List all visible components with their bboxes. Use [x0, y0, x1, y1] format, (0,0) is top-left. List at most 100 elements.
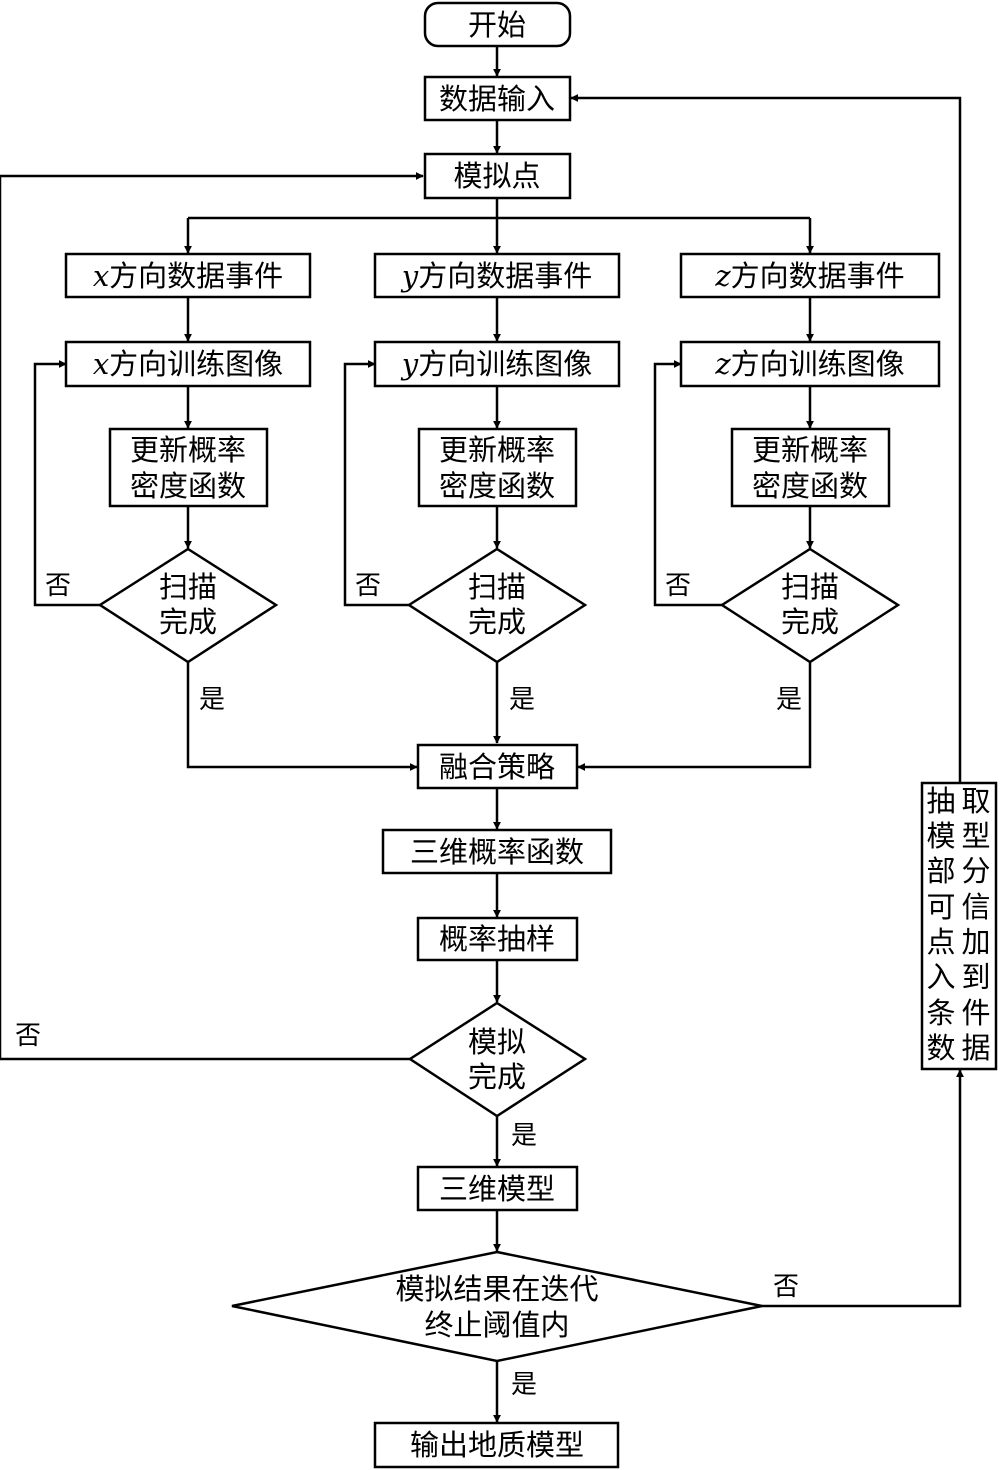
y-event-var: y [400, 259, 419, 293]
side-char: 件 [961, 996, 990, 1030]
y-update-line2: 密度函数 [439, 469, 555, 503]
z-scan-line1: 扫描 [781, 570, 839, 604]
converge-line2: 终止阈值内 [424, 1308, 569, 1342]
node-x-event: x方向数据事件 [64, 252, 312, 299]
input-text: 数据输入 [439, 82, 555, 116]
z-event-var: z [714, 259, 731, 293]
label-no-z-scan: 否 [665, 571, 691, 601]
connectors [0, 46, 964, 1423]
y-event-text: 方向数据事件 [418, 259, 592, 293]
side-char: 可 [926, 890, 955, 924]
node-input: 数据输入 [423, 75, 572, 122]
arrow-x-scan-no-loop [33, 360, 100, 607]
node-prob3d: 三维概率函数 [381, 828, 613, 875]
z-update-line2: 密度函数 [752, 469, 868, 503]
output-text: 输出地质模型 [410, 1428, 584, 1462]
side-char: 型 [961, 819, 990, 853]
prob3d-text: 三维概率函数 [410, 835, 584, 869]
label-yes-converge: 是 [511, 1370, 537, 1400]
arrow-x-scan-yes-to-fusion [186, 662, 418, 771]
svg-text:x方向训练图像: x方向训练图像 [93, 347, 283, 381]
node-simpoint: 模拟点 [423, 152, 572, 200]
arrow-z-scan-yes-to-fusion [577, 662, 812, 771]
converge-line1: 模拟结果在迭代 [395, 1272, 598, 1306]
x-train-var: x [93, 347, 109, 381]
sim-done-line1: 模拟 [468, 1025, 526, 1059]
decision-converge: 模拟结果在迭代 终止阈值内 [231, 1250, 763, 1363]
node-start: 开始 [423, 1, 572, 48]
x-update-line2: 密度函数 [130, 469, 246, 503]
node-z-update: 更新概率 密度函数 [730, 427, 891, 508]
y-scan-line1: 扫描 [468, 570, 526, 604]
svg-text:y方向数据事件: y方向数据事件 [400, 259, 592, 293]
model3d-text: 三维模型 [439, 1172, 555, 1206]
label-yes-sim-done: 是 [511, 1121, 537, 1151]
side-char: 据 [961, 1031, 990, 1065]
node-fusion: 融合策略 [416, 743, 579, 790]
decision-x-scan: 扫描 完成 [97, 547, 279, 664]
label-yes-z-scan: 是 [776, 685, 802, 715]
x-event-var: x [93, 259, 109, 293]
node-sampling: 概率抽样 [416, 916, 579, 962]
simpoint-text: 模拟点 [453, 159, 540, 193]
decision-z-scan: 扫描 完成 [719, 547, 901, 664]
z-train-var: z [714, 347, 731, 381]
svg-text:y方向训练图像: y方向训练图像 [400, 347, 592, 381]
side-char: 抽 [926, 784, 955, 818]
node-output: 输出地质模型 [373, 1421, 620, 1469]
side-char: 分 [961, 854, 990, 888]
node-y-event: y方向数据事件 [373, 252, 621, 299]
node-x-train: x方向训练图像 [64, 340, 312, 388]
y-scan-line2: 完成 [468, 605, 526, 639]
label-no-x-scan: 否 [45, 571, 71, 601]
z-scan-line2: 完成 [781, 605, 839, 639]
y-train-text: 方向训练图像 [418, 347, 592, 381]
arrow-y-scan-no-loop [343, 360, 409, 607]
label-no-y-scan: 否 [355, 571, 381, 601]
svg-text:x方向数据事件: x方向数据事件 [93, 259, 283, 293]
side-char: 模 [926, 819, 955, 853]
x-update-line1: 更新概率 [130, 433, 246, 467]
arrow-z-scan-no-loop [653, 360, 722, 607]
side-char: 信 [961, 890, 990, 924]
node-y-update: 更新概率 密度函数 [417, 427, 578, 508]
start-text: 开始 [468, 8, 526, 42]
node-model3d: 三维模型 [416, 1165, 579, 1212]
side-col-left: 抽 模 部 可 点 入 条 数 [926, 784, 955, 1065]
side-char: 加 [961, 925, 990, 959]
label-no-sim-done: 否 [15, 1021, 41, 1051]
node-y-train: y方向训练图像 [373, 340, 621, 388]
side-char: 取 [961, 784, 990, 818]
node-x-update: 更新概率 密度函数 [108, 427, 269, 508]
side-char: 部 [926, 854, 955, 888]
side-char: 入 [926, 960, 955, 994]
fusion-text: 融合策略 [439, 750, 555, 784]
svg-text:z方向数据事件: z方向数据事件 [714, 259, 904, 293]
side-char: 点 [926, 925, 955, 959]
edge-labels: 否 否 否 是 是 是 否 是 否 是 [15, 571, 802, 1400]
arrow-converge-no-to-side [762, 1069, 964, 1308]
node-z-event: z方向数据事件 [679, 252, 941, 299]
x-scan-line1: 扫描 [159, 570, 217, 604]
z-train-text: 方向训练图像 [731, 347, 905, 381]
svg-text:z方向训练图像: z方向训练图像 [714, 347, 904, 381]
x-train-text: 方向训练图像 [109, 347, 283, 381]
arrow-side-to-input [570, 94, 962, 782]
sim-done-line2: 完成 [468, 1060, 526, 1094]
side-char: 数 [926, 1031, 955, 1065]
arrow-simdone-no-to-simpoint [0, 172, 424, 1061]
label-yes-x-scan: 是 [199, 685, 225, 715]
z-update-line1: 更新概率 [752, 433, 868, 467]
node-z-train: z方向训练图像 [679, 340, 941, 388]
sampling-text: 概率抽样 [439, 922, 555, 956]
decision-sim-done: 模拟 完成 [407, 1001, 588, 1118]
x-scan-line2: 完成 [159, 605, 217, 639]
y-update-line1: 更新概率 [439, 433, 555, 467]
label-no-converge: 否 [773, 1272, 799, 1302]
y-train-var: y [400, 347, 419, 381]
decision-y-scan: 扫描 完成 [406, 547, 588, 664]
node-side-update: 抽 模 部 可 点 入 条 数 取 型 分 信 加 到 件 据 [920, 781, 998, 1071]
z-event-text: 方向数据事件 [731, 259, 905, 293]
side-char: 条 [926, 996, 955, 1030]
